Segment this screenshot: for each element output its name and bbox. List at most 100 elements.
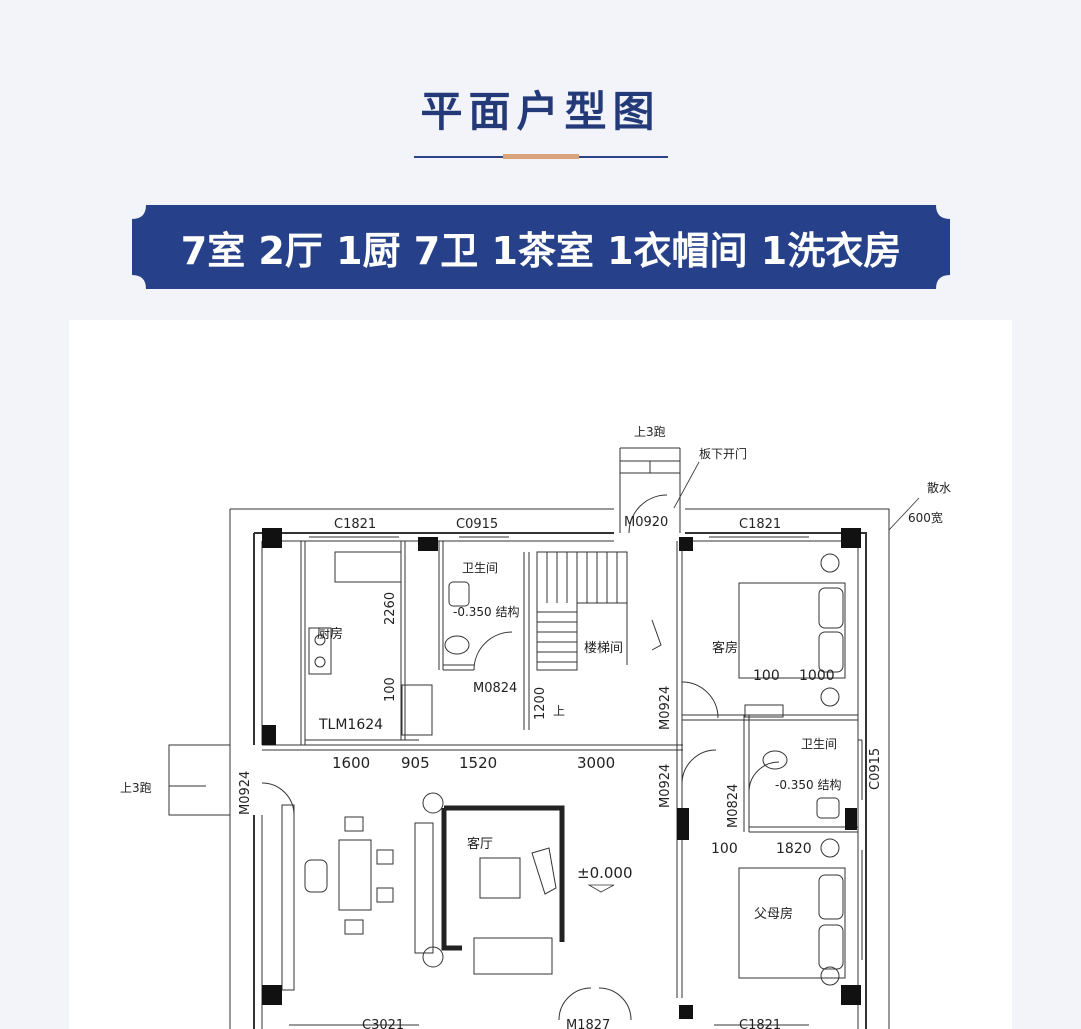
living-rug-border (441, 805, 565, 951)
room-label-parents: 父母房 (754, 906, 793, 922)
stair-landing (577, 602, 628, 665)
side-entry-step (168, 744, 231, 816)
guest-wall-bottom (682, 714, 858, 721)
entry-door (558, 987, 632, 1021)
door-swing (628, 494, 668, 534)
annotation: -0.350 结构 (775, 777, 842, 792)
annotation: 600宽 (908, 510, 943, 525)
wc-wall (438, 541, 474, 671)
door-swing (681, 749, 717, 785)
tea-stool (344, 816, 364, 832)
kitchen-wall-bottom (305, 739, 419, 746)
toilet (816, 797, 840, 819)
nightstand-lamp (820, 553, 840, 573)
pillow (818, 924, 844, 970)
floor-plan: 厨房 卫生间 楼梯间 客房 卫生间 客厅 父母房 C1821 C0915 C18… (120, 425, 951, 1029)
annotation: 散水 (927, 480, 951, 495)
room-label-wc-right: 卫生间 (801, 737, 837, 751)
annotation: 上3跑 (634, 425, 666, 439)
door-label: M0824 (726, 784, 741, 828)
wash-basin (444, 635, 470, 655)
dimension-label: 100 (711, 841, 738, 857)
stair-treads-top (546, 552, 618, 603)
door-label: M0824 (473, 681, 517, 696)
annotation: -0.350 结构 (453, 604, 520, 619)
side-lamp (422, 792, 444, 814)
exterior-wall-inner (261, 540, 859, 1029)
dimension-label: 2260 (383, 592, 398, 625)
tea-table (338, 839, 372, 911)
apron-outline (229, 508, 890, 1029)
armchair (531, 847, 557, 895)
parents-bed (738, 867, 846, 979)
nightstand-lamp (820, 966, 840, 986)
window-label: C0915 (868, 748, 883, 790)
nightstand-lamp (820, 687, 840, 707)
center-wall (676, 541, 683, 998)
wc-right-wall (743, 715, 858, 833)
window-label: C1821 (739, 1018, 781, 1029)
room-label-wc-top: 卫生间 (462, 561, 498, 575)
dimension-label: 1200 (533, 687, 548, 720)
stove-burner (314, 656, 326, 668)
kitchen-stove (308, 627, 332, 675)
sofa-left (414, 822, 434, 954)
door-swing (681, 681, 719, 719)
banner-shape (132, 205, 950, 289)
dimension-label: 100 (753, 668, 780, 684)
stair-arrow (651, 619, 662, 651)
wash-basin (762, 750, 788, 770)
dimension-label: 905 (401, 754, 430, 772)
kitchen-sink-counter (334, 551, 402, 583)
sofa-bottom (473, 937, 553, 975)
kitchen-fridge (401, 684, 433, 736)
corridor-wall (262, 744, 683, 751)
guest-bed (738, 582, 846, 679)
tea-stool (376, 887, 394, 903)
annotation: ±0.000 (577, 864, 633, 882)
dimension-label: 1820 (776, 841, 812, 857)
tea-stool (376, 849, 394, 865)
stove-burner (314, 634, 326, 646)
annotation: 板下开门 (699, 446, 747, 461)
room-label-stair: 楼梯间 (584, 641, 623, 656)
room-label-living: 客厅 (467, 836, 493, 852)
door-swing (748, 761, 780, 793)
pillow (818, 874, 844, 920)
window-lines (289, 536, 863, 1026)
door-label: M0924 (658, 764, 673, 808)
dimension-label: 3000 (577, 754, 615, 772)
window-label: C0915 (456, 517, 498, 532)
pillow (818, 631, 844, 673)
tea-chair (304, 859, 328, 893)
window-label: C3021 (362, 1018, 404, 1029)
nightstand-lamp (820, 838, 840, 858)
window-label: C1821 (739, 517, 781, 532)
door-label: M0924 (238, 771, 253, 815)
annotation: 上3跑 (120, 781, 152, 795)
stair-wall-left (523, 552, 530, 730)
dimension-label: 100 (383, 677, 398, 702)
room-summary-banner: 7室 2厅 1厨 7卫 1茶室 1衣帽间 1洗衣房 (132, 205, 950, 289)
stair-entry (619, 447, 681, 533)
side-lamp (422, 946, 444, 968)
shower-grate (744, 704, 784, 718)
room-label-guest: 客房 (712, 640, 738, 656)
tea-stool (344, 919, 364, 935)
dimension-label: 1600 (332, 754, 370, 772)
room-summary-text: 7室 2厅 1厨 7卫 1茶室 1衣帽间 1洗衣房 (180, 228, 902, 273)
title-underline-accent (503, 154, 579, 159)
coffee-table (479, 857, 521, 899)
room-label-kitchen: 厨房 (317, 626, 343, 642)
kitchen-wall-left (300, 541, 306, 745)
door-swing (473, 631, 513, 671)
tea-room-cabinet (281, 804, 295, 991)
annotation: 上 (553, 704, 565, 718)
door-label: M0924 (658, 686, 673, 730)
stair-treads-left (537, 611, 577, 663)
exterior-wall (253, 532, 867, 1029)
door-swing (261, 782, 295, 816)
dimension-label: 1000 (799, 668, 835, 684)
window-label: C1821 (334, 517, 376, 532)
dimension-label: 1520 (459, 754, 497, 772)
